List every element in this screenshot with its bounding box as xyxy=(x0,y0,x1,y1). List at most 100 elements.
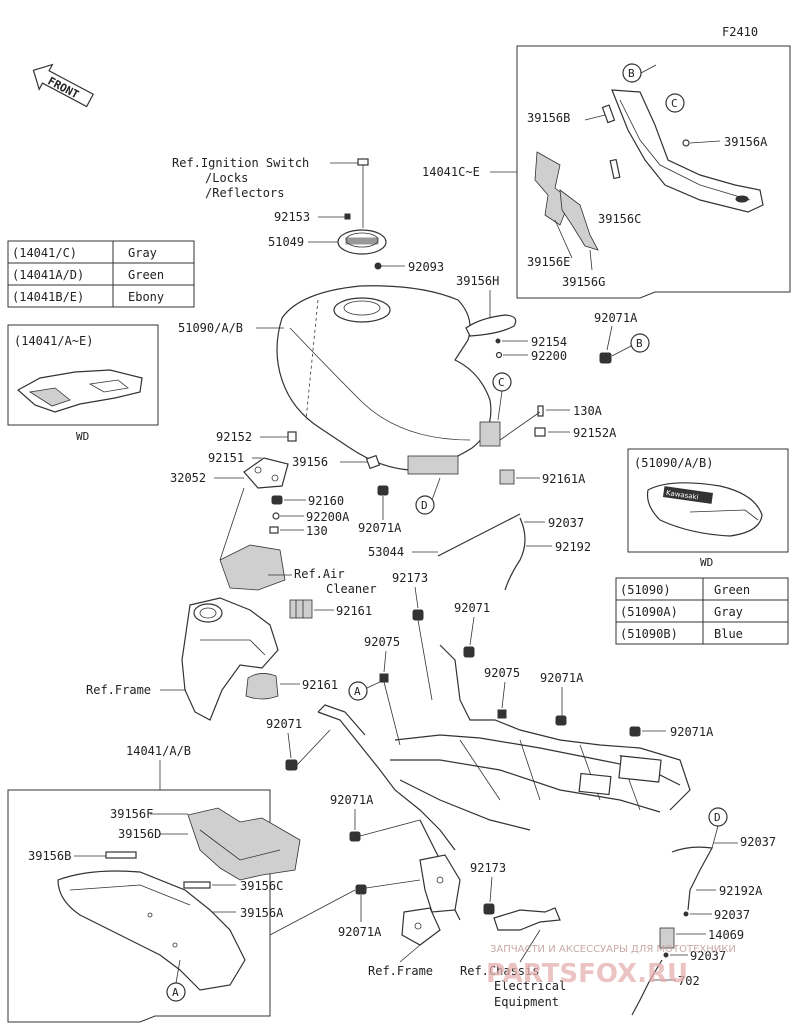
cover-inset-title: (14041/A~E) xyxy=(14,334,93,348)
side-cover-upper-group: 14041C~E B C 39156B 39156A 39156C 39156E… xyxy=(422,45,791,299)
tank-color-3: Blue xyxy=(714,627,743,641)
callout-d-bottom: D xyxy=(714,811,721,824)
watermark: ЗАПЧАСТИ И АКСЕССУАРЫ ДЛЯ МОТОТЕХНИКИ PA… xyxy=(486,944,736,989)
ref-ignition-line3: /Reflectors xyxy=(205,186,284,200)
air-cleaner-ref: Ref.Air Cleaner xyxy=(219,544,377,596)
tank-inset-title: (51090/A/B) xyxy=(634,456,713,470)
label-51049: 51049 xyxy=(268,235,304,249)
label-14069: 14069 xyxy=(708,928,744,942)
label-130a: 130A xyxy=(573,404,603,418)
label-39156: 39156 xyxy=(292,455,328,469)
label-92161a: 92161A xyxy=(542,472,586,486)
tank-under-parts: 92071A D 53044 92037 92192 xyxy=(358,477,591,591)
ref-air-line1: Ref.Air xyxy=(294,567,345,581)
tank-color-1: Green xyxy=(714,583,750,597)
label-39156c-bot: 39156C xyxy=(240,879,283,893)
label-39156e: 39156E xyxy=(527,255,570,269)
side-cover-lower-group: 14041/A/B 39156F 39156D 39156B 39156C 39… xyxy=(7,744,356,1023)
label-92071a-1: 92071A xyxy=(594,311,638,325)
callout-a-frame: A xyxy=(354,685,361,698)
label-39156d: 39156D xyxy=(118,827,161,841)
front-arrow-icon: FRONT xyxy=(32,63,95,108)
label-92192: 92192 xyxy=(555,540,591,554)
ref-chassis-line2: Electrical xyxy=(494,979,566,993)
label-92071a-6: 92071A xyxy=(338,925,382,939)
label-92071-2: 92071 xyxy=(266,717,302,731)
callout-a-bottom: A xyxy=(172,986,179,999)
label-92037-3: 92037 xyxy=(714,908,750,922)
callout-d-tank: D xyxy=(421,499,428,512)
label-92200: 92200 xyxy=(531,349,567,363)
cover-inset-caption: WD xyxy=(76,430,89,443)
ref-ignition-line1: Ref.Ignition Switch xyxy=(172,156,309,170)
label-92071a-5: 92071A xyxy=(330,793,374,807)
label-14041c-e: 14041C~E xyxy=(422,165,480,179)
label-92071a-3: 92071A xyxy=(540,671,584,685)
callout-c-top: C xyxy=(671,97,678,110)
ref-chassis-line3: Equipment xyxy=(494,995,559,1009)
label-92192a: 92192A xyxy=(719,884,763,898)
label-92161-1: 92161 xyxy=(336,604,372,618)
label-92037-4: 92037 xyxy=(690,949,726,963)
cover-code-1: (14041/C) xyxy=(12,246,77,260)
label-92154: 92154 xyxy=(531,335,567,349)
label-92071-1: 92071 xyxy=(454,601,490,615)
cover-color-3: Ebony xyxy=(128,290,164,304)
callout-b-top: B xyxy=(628,67,635,80)
tank-code-3: (51090B) xyxy=(620,627,678,641)
diagram-code: F2410 xyxy=(722,25,758,39)
watermark-line1: ЗАПЧАСТИ И АКСЕССУАРЫ ДЛЯ МОТОТЕХНИКИ xyxy=(490,944,736,955)
tank-color-table: (51090) Green (51090A) Gray (51090B) Blu… xyxy=(615,577,789,645)
label-39156a-bot: 39156A xyxy=(240,906,284,920)
label-92075-1: 92075 xyxy=(364,635,400,649)
watermark-line2: PARTSFOX.RU xyxy=(486,959,688,989)
label-92153: 92153 xyxy=(274,210,310,224)
label-92152a: 92152A xyxy=(573,426,617,440)
ref-ignition-line2: /Locks xyxy=(205,171,248,185)
label-92037-2: 92037 xyxy=(740,835,776,849)
label-14041-a-b: 14041/A/B xyxy=(126,744,191,758)
cover-wd-inset: (14041/A~E) WD xyxy=(7,324,159,443)
fuel-line-group: D 92037 92192A 92037 14069 92037 702 xyxy=(631,807,776,1016)
label-92173-2: 92173 xyxy=(470,861,506,875)
cover-color-1: Gray xyxy=(128,246,157,260)
label-39156b-top: 39156B xyxy=(527,111,570,125)
fuel-tank: 51090/A/B 39156H 39156 xyxy=(178,274,517,475)
label-92075-2: 92075 xyxy=(484,666,520,680)
label-92037-1: 92037 xyxy=(548,516,584,530)
label-92151: 92151 xyxy=(208,451,244,465)
label-51090-a-b: 51090/A/B xyxy=(178,321,243,335)
label-39156h: 39156H xyxy=(456,274,499,288)
cover-code-3: (14041B/E) xyxy=(12,290,84,304)
label-92200a: 92200A xyxy=(306,510,350,524)
frame-hardware: 92071 92075 92075 92071A 92071A A 92071 … xyxy=(266,601,714,939)
fuel-cap-group: 92153 51049 92093 xyxy=(268,210,444,274)
frame-left-ref: Ref.Frame xyxy=(86,597,279,721)
label-53044: 53044 xyxy=(368,545,404,559)
callout-b-tank: B xyxy=(636,337,643,350)
label-92152: 92152 xyxy=(216,430,252,444)
label-92071a-4: 92071A xyxy=(670,725,714,739)
label-92173-1: 92173 xyxy=(392,571,428,585)
parts-92161: 92161 92161 xyxy=(245,599,372,700)
main-frame xyxy=(317,644,691,946)
tank-wd-inset: (51090/A/B) Kawasaki WD xyxy=(627,448,789,569)
label-92160: 92160 xyxy=(308,494,344,508)
chassis-ref: 92173 Ref.Chassis Electrical Equipment R… xyxy=(368,861,566,1009)
parts-92173-top: 92173 xyxy=(392,571,433,701)
tank-right-hardware: 92154 92200 C 92071A B 130A 92152A 92161… xyxy=(492,311,650,486)
label-39156c-top: 39156C xyxy=(598,212,641,226)
label-130: 130 xyxy=(306,524,328,538)
callout-c-tank: C xyxy=(498,376,505,389)
label-39156a-top: 39156A xyxy=(724,135,768,149)
label-92071a-2: 92071A xyxy=(358,521,402,535)
cover-code-2: (14041A/D) xyxy=(12,268,84,282)
ref-frame-left: Ref.Frame xyxy=(86,683,151,697)
cover-color-2: Green xyxy=(128,268,164,282)
tank-color-2: Gray xyxy=(714,605,743,619)
label-39156g: 39156G xyxy=(562,275,605,289)
tank-left-hardware: 92152 92151 32052 92160 92200A 130 xyxy=(170,430,350,561)
ref-chassis-line1: Ref.Chassis xyxy=(460,964,539,978)
tank-code-2: (51090A) xyxy=(620,605,678,619)
